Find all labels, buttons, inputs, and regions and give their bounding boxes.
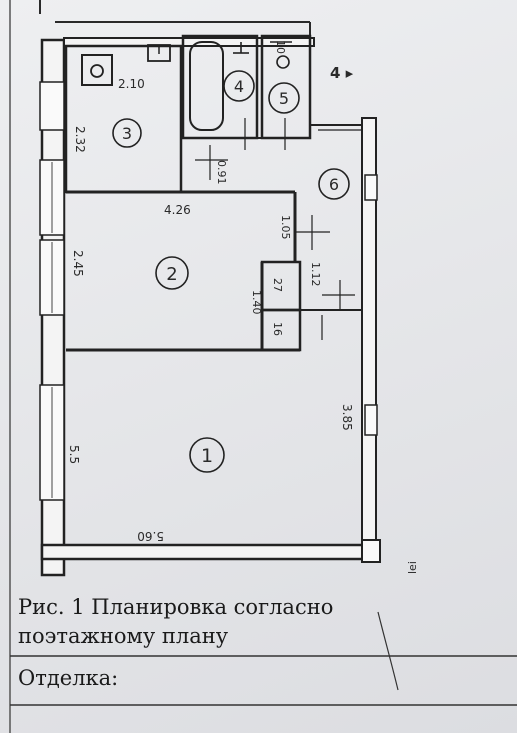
dim-2-45: 2.45	[71, 250, 85, 277]
toilet-bowl-icon	[276, 55, 290, 69]
room-4-outline	[181, 34, 259, 140]
dim-27: 27	[271, 278, 284, 292]
closet-16	[260, 308, 302, 352]
stove-icon	[81, 54, 113, 86]
room-3-circle	[112, 118, 142, 148]
room-2-circle	[155, 256, 189, 290]
dim-1-40: 1.40	[250, 290, 263, 315]
caption-line-2: поэтажному плану	[18, 624, 229, 648]
dim-5-5: 5.5	[67, 445, 81, 464]
room-4-number: 4	[234, 77, 244, 96]
room-1-circle	[189, 437, 225, 473]
entrance-marker: 4 ▸	[330, 64, 354, 82]
dim-10: 10	[274, 40, 287, 54]
caption-line-1: Рис. 1 Планировка согласно	[18, 595, 334, 619]
stair-mark: lei	[406, 561, 419, 574]
corner-column	[361, 539, 381, 563]
dim-0-91: 0.91	[215, 160, 228, 185]
dim-1-12: 1.12	[309, 262, 322, 287]
finish-label: Отделка:	[18, 666, 119, 690]
window-left-1	[39, 81, 65, 131]
room-6-circle	[318, 168, 350, 200]
outer-wall-bottom	[40, 543, 379, 561]
dim-2-10: 2.10	[118, 77, 145, 91]
dim-4-26: 4.26	[164, 203, 191, 217]
room-2-number: 2	[166, 264, 177, 285]
dim-5-60: 5.60	[137, 529, 164, 543]
room-1-number: 1	[201, 445, 213, 467]
window-right-2	[364, 404, 378, 436]
dim-16: 16	[271, 322, 284, 336]
stove-burner-icon	[90, 64, 104, 78]
bathtub-icon	[189, 41, 224, 131]
window-right-1	[364, 174, 378, 201]
dim-3-85: 3.85	[340, 404, 354, 431]
room-6-number: 6	[329, 175, 339, 194]
outer-wall-top	[63, 37, 315, 47]
dim-1-05: 1.05	[279, 215, 292, 240]
room-5-circle	[268, 82, 300, 114]
room-5-number: 5	[279, 89, 289, 108]
room-3-number: 3	[122, 124, 132, 143]
pen-mark	[377, 611, 399, 691]
dim-2-32: 2.32	[73, 126, 87, 153]
figure-caption: Рис. 1 Планировка согласно поэтажному пл…	[18, 593, 398, 651]
room-4-circle	[223, 70, 255, 102]
